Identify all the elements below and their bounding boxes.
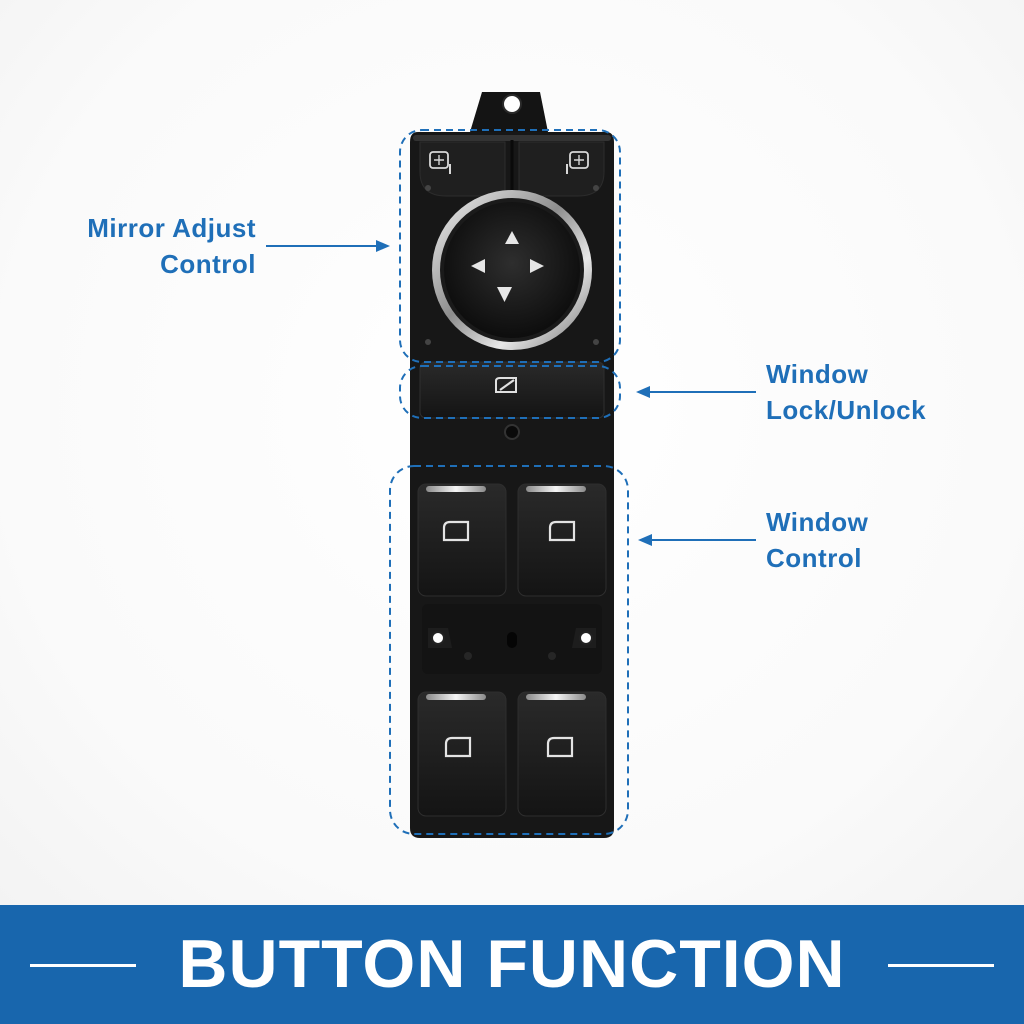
- window-control-label: Window Control: [766, 504, 986, 576]
- window-lock-icon: [495, 377, 517, 393]
- window-control-highlight: [389, 465, 629, 835]
- window-control-label-line2: Control: [766, 543, 862, 573]
- banner-rule-right: [888, 964, 994, 967]
- arrow-up-icon: [505, 231, 519, 244]
- indicator-dot: [593, 339, 599, 345]
- window-lock-label-line2: Lock/Unlock: [766, 395, 927, 425]
- window-button-front-right[interactable]: [517, 483, 607, 597]
- window-icon: [442, 520, 470, 542]
- mirror-adjust-highlight: [399, 129, 621, 363]
- window-icon: [548, 520, 576, 542]
- indicator-dot: [425, 185, 431, 191]
- mirror-adjust-label-line2: Control: [160, 249, 256, 279]
- indicator-dot: [593, 185, 599, 191]
- arrow-right-icon: [530, 259, 544, 273]
- window-callout-arrow: [638, 534, 756, 546]
- indicator-dot: [425, 339, 431, 345]
- arrow-left-icon: [471, 259, 485, 273]
- window-button-rear-right[interactable]: [517, 691, 607, 817]
- lock-callout-arrow: [636, 386, 756, 398]
- window-control-label-line1: Window: [766, 507, 869, 537]
- mirror-callout-arrow: [266, 240, 390, 252]
- window-lock-button[interactable]: [419, 361, 605, 419]
- window-icon: [444, 736, 472, 758]
- mirror-select-icon: [566, 151, 589, 174]
- led-indicator: [504, 424, 520, 440]
- mounting-hole: [502, 94, 522, 114]
- mirror-adjust-knob[interactable]: [444, 202, 580, 338]
- housing-highlight: [413, 135, 611, 141]
- arrow-down-icon: [497, 287, 512, 302]
- banner-rule-left: [30, 964, 136, 967]
- banner-title: BUTTON FUNCTION: [178, 926, 846, 1002]
- window-button-front-left[interactable]: [417, 483, 507, 597]
- window-button-rear-left[interactable]: [417, 691, 507, 817]
- mirror-adjust-label: Mirror Adjust Control: [40, 210, 256, 282]
- mirror-adjust-label-line1: Mirror Adjust: [87, 213, 256, 243]
- middle-bracket: [422, 604, 602, 674]
- window-lock-highlight: [399, 365, 621, 419]
- window-lock-label-line1: Window: [766, 359, 869, 389]
- window-switch-product: [266, 92, 756, 838]
- window-lock-label: Window Lock/Unlock: [766, 356, 986, 428]
- mirror-select-icon: [429, 151, 451, 174]
- mirror-select-right-button[interactable]: [518, 141, 605, 197]
- function-banner: BUTTON FUNCTION: [0, 905, 1024, 1024]
- mirror-select-left-button[interactable]: [419, 141, 506, 197]
- window-icon: [546, 736, 574, 758]
